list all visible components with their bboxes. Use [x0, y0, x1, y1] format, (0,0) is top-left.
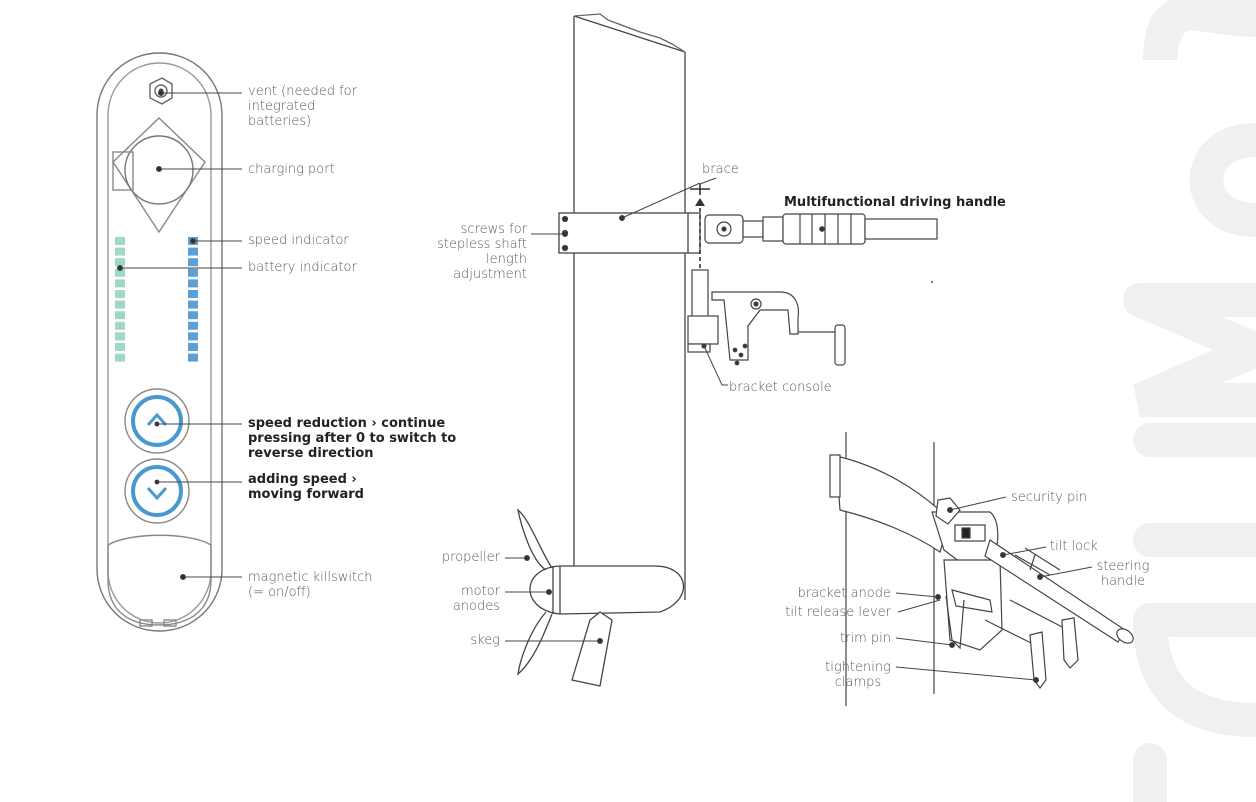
- adding-speed-button[interactable]: [124, 458, 190, 524]
- trim-pin-label: trim pin: [840, 631, 891, 646]
- assembly-arrow: [690, 184, 710, 268]
- battery-segment: [115, 279, 125, 288]
- steering-handle-label: steering handle: [1096, 559, 1150, 589]
- speed-segment: [188, 258, 198, 267]
- bracket-console-label: bracket console: [729, 380, 832, 395]
- security-pin-label: security pin: [1011, 490, 1088, 505]
- speed-segment: [188, 247, 198, 256]
- driving-handle: [704, 213, 938, 245]
- battery-segment: [115, 311, 125, 320]
- battery-segment: [115, 237, 125, 245]
- motor-leader-lines: [505, 177, 728, 644]
- battery-segment: [115, 290, 125, 298]
- bracket-leader-lines: [895, 496, 1093, 683]
- speed-segment: [188, 343, 198, 351]
- battery-segment: [115, 353, 125, 362]
- battery-segment: [115, 258, 125, 267]
- speed-indicator-bars: [188, 237, 198, 362]
- bracket-detail: [829, 432, 1134, 706]
- remote-leader-lines: [117, 90, 242, 580]
- battery-segment: [115, 247, 125, 256]
- speed-segment: [188, 311, 198, 320]
- battery-segment: [115, 300, 125, 309]
- tilt-lock-label: tilt lock: [1050, 539, 1098, 554]
- brace-label: brace: [702, 162, 739, 177]
- speed-reduction-button[interactable]: [124, 388, 190, 454]
- battery-indicator-bars: [115, 237, 125, 362]
- charging-port-label: charging port: [248, 162, 335, 177]
- speed-indicator-label: speed indicator: [248, 233, 349, 248]
- speed-segment: [188, 332, 198, 341]
- remote-control: [96, 52, 223, 632]
- adding-speed-label: adding speed › moving forward: [248, 472, 364, 502]
- skeg-label: skeg: [470, 633, 500, 648]
- speed-segment: [188, 268, 198, 277]
- tightening-clamps-label: tightening clamps: [825, 660, 891, 690]
- screws-label: screws for stepless shaft length adjustm…: [437, 222, 527, 282]
- chevron-up-icon: [146, 412, 168, 427]
- bracket-console: [687, 269, 846, 366]
- speed-segment: [188, 353, 198, 362]
- speed-segment: [188, 290, 198, 298]
- speed-segment: [188, 321, 198, 330]
- battery-segment: [115, 321, 125, 330]
- chevron-down-icon: [146, 486, 168, 501]
- battery-segment: [115, 343, 125, 351]
- motor-shaft: [517, 13, 701, 687]
- battery-indicator-label: battery indicator: [248, 260, 357, 275]
- speed-segment: [188, 300, 198, 309]
- handle-label: Multifunctional driving handle: [784, 195, 1006, 210]
- battery-segment: [115, 268, 125, 277]
- propeller-label: propeller: [441, 550, 500, 565]
- motor-anodes-label: motor anodes: [452, 584, 500, 614]
- speed-reduction-label: speed reduction › continue pressing afte…: [248, 416, 457, 461]
- watermark-logo: [1123, 0, 1256, 802]
- tilt-release-lever-label: tilt release lever: [785, 605, 891, 620]
- battery-segment: [115, 332, 125, 341]
- bracket-anode-label: bracket anode: [797, 586, 891, 601]
- speed-segment: [188, 279, 198, 288]
- killswitch-label: magnetic killswitch (= on/off): [248, 570, 373, 600]
- vent-label: vent (needed for integrated batteries): [248, 84, 357, 129]
